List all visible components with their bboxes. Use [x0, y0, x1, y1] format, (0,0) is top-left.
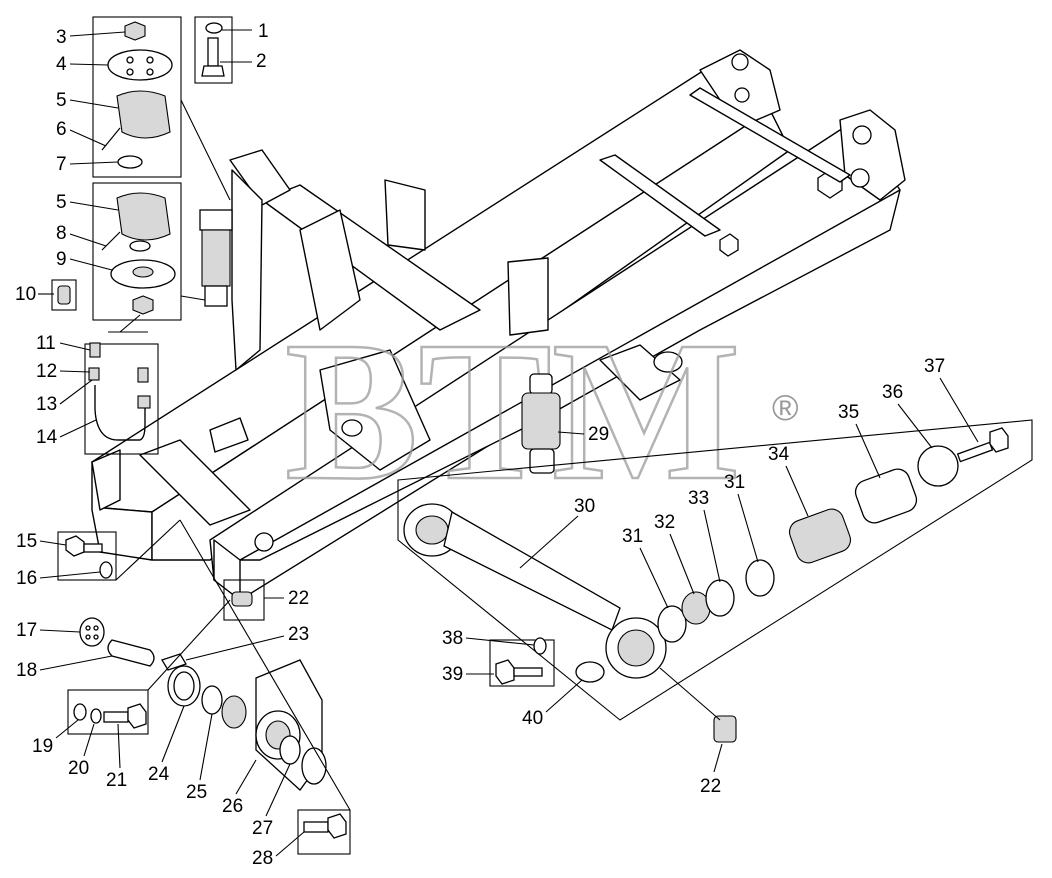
callout-12: 12 — [36, 361, 57, 382]
callout-2: 2 — [256, 51, 267, 72]
callout-6: 6 — [56, 119, 67, 140]
callout-24: 24 — [148, 764, 170, 785]
callout-29: 29 — [588, 424, 609, 445]
callout-31a: 31 — [622, 526, 643, 547]
callout-19: 19 — [32, 736, 53, 757]
callout-11: 11 — [36, 333, 56, 354]
callout-16: 16 — [16, 568, 37, 589]
lower-pivot-assembly — [57, 519, 351, 855]
link-arm-assembly — [397, 419, 1033, 743]
callout-17: 17 — [16, 620, 37, 641]
callout-28: 28 — [252, 848, 273, 869]
callout-23: 23 — [288, 624, 309, 645]
callout-9: 9 — [56, 249, 67, 270]
callout-33: 33 — [688, 488, 709, 509]
registered-mark: ® — [772, 387, 799, 428]
callout-31b: 31 — [724, 472, 745, 493]
chassis-frame — [91, 49, 906, 601]
callout-14: 14 — [36, 427, 58, 448]
callout-4: 4 — [56, 54, 67, 75]
callout-10: 10 — [15, 284, 36, 305]
callout-labels: 1 2 3 4 5 6 7 5 8 9 10 11 12 13 14 15 16… — [15, 21, 979, 869]
callout-13: 13 — [36, 394, 57, 415]
callout-40: 40 — [522, 708, 543, 729]
callout-32: 32 — [654, 512, 675, 533]
callout-34: 34 — [768, 444, 790, 465]
watermark-text: BTM — [285, 301, 741, 522]
callout-35: 35 — [838, 402, 859, 423]
callout-5b: 5 — [56, 192, 67, 213]
callout-15: 15 — [16, 531, 37, 552]
callout-38: 38 — [442, 628, 463, 649]
callout-5a: 5 — [56, 90, 67, 111]
callout-30: 30 — [574, 496, 595, 517]
callout-37: 37 — [924, 356, 945, 377]
callout-18: 18 — [16, 660, 37, 681]
callout-39: 39 — [442, 664, 463, 685]
callout-20: 20 — [68, 758, 89, 779]
top-mount-assembly — [51, 16, 233, 455]
callout-22a: 22 — [288, 588, 309, 609]
callout-27: 27 — [252, 818, 273, 839]
callout-21: 21 — [106, 770, 127, 791]
callout-36: 36 — [882, 382, 903, 403]
callout-8: 8 — [56, 223, 67, 244]
callout-26: 26 — [222, 796, 243, 817]
callout-7: 7 — [56, 154, 67, 175]
callout-22b: 22 — [700, 776, 721, 797]
watermark: BTM ® — [284, 300, 799, 524]
callout-25: 25 — [186, 782, 207, 803]
callout-3: 3 — [56, 27, 67, 48]
callout-1: 1 — [258, 21, 269, 42]
